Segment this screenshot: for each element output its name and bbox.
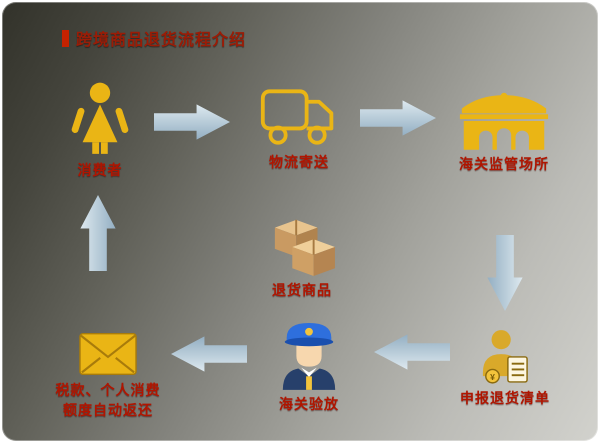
node-logistics: 物流寄送 [249, 86, 349, 172]
node-customs-site: 海关监管场所 [446, 92, 562, 174]
page-title: 跨境商品退货流程介绍 [76, 32, 247, 49]
node-consumer: 消费者 [55, 82, 145, 180]
flow-arrow-down [485, 235, 525, 311]
consumer-label: 消费者 [77, 162, 123, 178]
flow-arrow-left-2 [374, 332, 450, 372]
refund-label-line2: 额度自动返还 [63, 402, 153, 418]
flow-arrow-right-2 [360, 100, 436, 136]
customs-release-label: 海关验放 [279, 396, 339, 412]
node-return-goods: 退货商品 [254, 214, 350, 300]
diagram-title-row: 跨境商品退货流程介绍 [62, 26, 246, 50]
parcel-boxes-icon [274, 219, 335, 276]
envelope-icon [79, 332, 137, 376]
consumer-woman-icon [71, 82, 129, 154]
customs-officer-icon [282, 322, 336, 390]
delivery-truck-icon [260, 89, 334, 145]
declare-list-label: 申报退货清单 [460, 390, 550, 406]
svg-text:¥: ¥ [490, 372, 495, 382]
title-accent-bar [62, 29, 69, 47]
customs-site-label: 海关监管场所 [459, 156, 549, 172]
node-declare-list: ¥ 申报退货清单 [447, 328, 563, 408]
flow-arrow-left-1 [171, 334, 247, 374]
node-customs-release: 海关验放 [261, 318, 357, 414]
logistics-label: 物流寄送 [269, 154, 329, 170]
refund-label-line1: 税款、个人消费 [55, 382, 161, 398]
declarant-person-icon: ¥ [482, 330, 528, 384]
customs-building-icon [459, 92, 549, 150]
return-goods-label: 退货商品 [272, 282, 332, 298]
flow-arrow-right-1 [154, 104, 230, 140]
flow-arrow-up [78, 195, 118, 271]
node-refund: 税款、个人消费 额度自动返还 [40, 332, 176, 420]
